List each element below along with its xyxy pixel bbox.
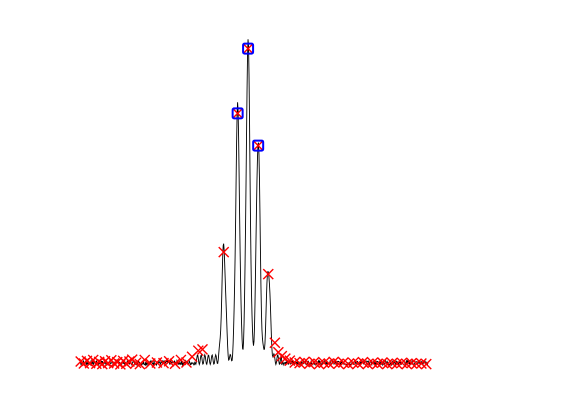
detected-peak-marker [197, 343, 208, 355]
detected-peak-marker [139, 354, 151, 366]
detected-peak-marker [386, 357, 398, 369]
detected-peak-marker [289, 356, 301, 368]
detected-peak-marker [242, 43, 254, 55]
detected-peak-marker [130, 357, 142, 369]
detected-peak-marker [406, 357, 418, 369]
detected-peak-marker [347, 357, 359, 369]
detected-peak-marker [262, 268, 274, 280]
signal-line [79, 39, 429, 367]
detected-peak-marker [415, 357, 427, 369]
detected-peak-marker [169, 358, 181, 370]
plot-area [75, 39, 432, 370]
detected-peak-marker [232, 107, 244, 119]
detected-peak-marker [163, 355, 175, 367]
selected-peak-marker [231, 107, 244, 120]
selected-peak-marker [242, 42, 255, 55]
selected-peak-marker [252, 139, 265, 152]
detected-peak-marker [269, 337, 281, 349]
detected-peak-marker [218, 246, 230, 258]
detected-peak-marker [192, 345, 204, 357]
detected-peak-marker [420, 358, 432, 370]
detected-peak-marker [411, 358, 423, 370]
detected-peak-marker [175, 354, 187, 366]
detected-peak-marker [318, 357, 330, 369]
detected-peak-marker [252, 140, 264, 152]
